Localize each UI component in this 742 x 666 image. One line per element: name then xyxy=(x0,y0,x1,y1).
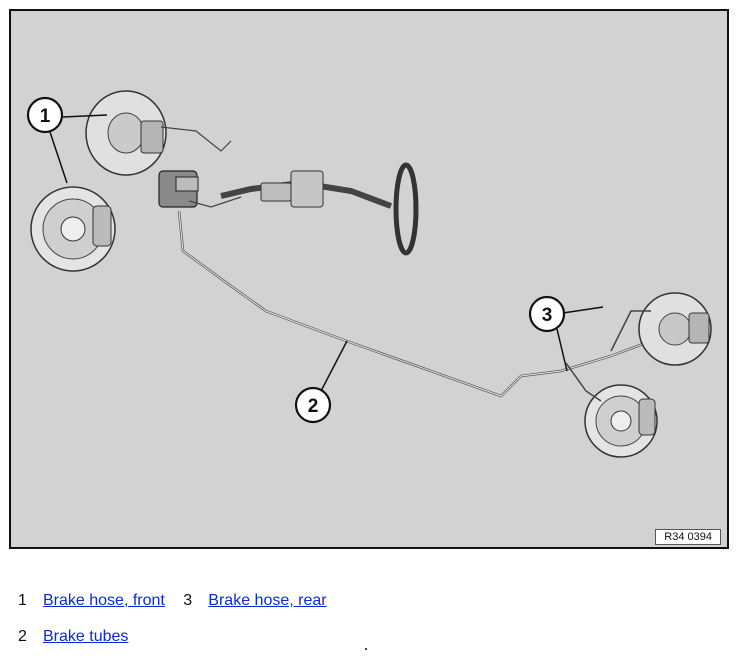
callout-3: 3 xyxy=(528,295,566,333)
callout-1-leader-b xyxy=(48,128,68,184)
front-brake-shield xyxy=(85,90,167,176)
front-brake-disc xyxy=(30,186,116,272)
legend-row-1: 1 Brake hose, front 3 Brake hose, rear xyxy=(18,592,327,610)
svg-text:2: 2 xyxy=(308,396,319,417)
callout-1-leader-a xyxy=(62,114,108,118)
brake-system-diagram: 1 2 3 R34 0394 xyxy=(9,9,729,549)
front-brake-line xyxy=(160,126,232,152)
legend-num: 2 xyxy=(18,628,27,645)
legend-num: 3 xyxy=(183,592,193,609)
rear-hose-lower xyxy=(565,362,602,402)
link-brake-hose-front[interactable]: Brake hose, front xyxy=(43,592,165,609)
rear-brake-disc xyxy=(584,384,658,458)
legend-row-2: 2 Brake tubes xyxy=(18,628,128,646)
figure-reference: R34 0394 xyxy=(655,529,721,545)
brake-booster xyxy=(158,170,199,208)
rear-hose-upper xyxy=(610,310,651,352)
callout-3-leader-b xyxy=(556,328,568,372)
link-brake-hose-rear[interactable]: Brake hose, rear xyxy=(208,592,327,609)
rear-brake-shield xyxy=(638,292,712,366)
callout-3-leader-a xyxy=(562,306,604,314)
legend-num: 1 xyxy=(18,592,27,609)
callout-2-leader xyxy=(320,340,348,392)
link-brake-tubes[interactable]: Brake tubes xyxy=(43,628,129,645)
stray-dot xyxy=(365,648,367,650)
svg-text:3: 3 xyxy=(542,305,553,326)
brake-tubes-highlight xyxy=(178,210,652,397)
callout-1: 1 xyxy=(26,96,64,134)
svg-text:1: 1 xyxy=(40,106,51,127)
diagram-drawing: 1 2 3 xyxy=(26,90,712,458)
callout-2: 2 xyxy=(294,386,332,424)
booster-line xyxy=(188,196,242,208)
steering-column xyxy=(220,162,419,256)
